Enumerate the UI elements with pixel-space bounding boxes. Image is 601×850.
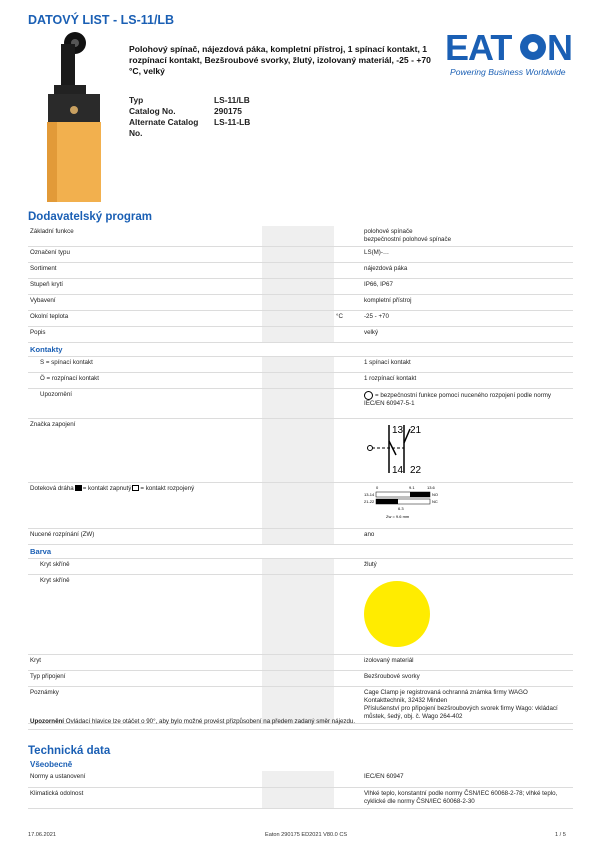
section-supplier: Dodavatelský program (28, 211, 152, 223)
svg-text:NO: NO (432, 492, 438, 497)
svg-text:Zw = 9.6 mm: Zw = 9.6 mm (386, 514, 410, 519)
open-contact-legend-icon (132, 485, 140, 492)
table-row: Značka zapojení 13 21 14 22 (28, 418, 573, 483)
svg-text:9.1: 9.1 (409, 485, 415, 490)
footer-page: 1 / 5 (555, 832, 566, 838)
page-title: DATOVÝ LIST - LS-11/LB (28, 13, 175, 27)
table-row: Doteková dráha= kontakt zapnutý= kontakt… (28, 482, 573, 529)
subsection-general: Všeobecně (30, 760, 73, 769)
svg-text:0: 0 (376, 485, 379, 490)
product-description: Polohový spínač, nájezdová páka, komplet… (129, 44, 431, 77)
eaton-logo: EAT N (445, 30, 575, 66)
group-color: Barva (28, 544, 573, 559)
circuit-diagram: 13 21 14 22 (367, 425, 422, 476)
svg-text:21-22: 21-22 (364, 499, 375, 504)
closed-contact-legend-icon (74, 485, 82, 492)
group-contacts: Kontakty (28, 342, 573, 357)
table-row: Poznámky Cage Clamp je registrovaná ochr… (28, 686, 573, 724)
svg-text:13: 13 (392, 425, 404, 436)
svg-text:NC: NC (432, 499, 438, 504)
svg-text:6.3: 6.3 (398, 506, 404, 511)
svg-text:13-14: 13-14 (364, 492, 375, 497)
svg-text:21: 21 (410, 425, 422, 436)
svg-text:22: 22 (410, 465, 422, 476)
color-swatch (364, 581, 430, 647)
svg-text:14: 14 (392, 465, 404, 476)
travel-diagram: 0 9.1 13.6 13-14 21-22 NO NC 6.3 Zw = 9.… (364, 485, 438, 519)
table-row: Kryt skříně (28, 574, 573, 655)
footer-date: 17.06.2021 (28, 832, 56, 838)
footer-center: Eaton 290175 ED2021 V80.0 CS (265, 832, 348, 838)
product-image (47, 32, 101, 202)
forced-break-icon (364, 391, 373, 400)
table-row: Upozornění = bezpečnostní funkce pomocí … (28, 388, 573, 419)
svg-text:EAT: EAT (445, 30, 512, 66)
note: Upozornění Ovládací hlavice lze otáčet o… (28, 716, 573, 730)
svg-text:N: N (547, 30, 573, 66)
svg-text:13.6: 13.6 (427, 485, 436, 490)
table-row: Nucené rozpínání (ZW)ano (28, 528, 573, 545)
section-technical: Technická data (28, 745, 111, 757)
logo-tagline: Powering Business Worldwide (450, 67, 566, 77)
table-row: Okolní teplota°C-25 - +70 (28, 310, 573, 327)
